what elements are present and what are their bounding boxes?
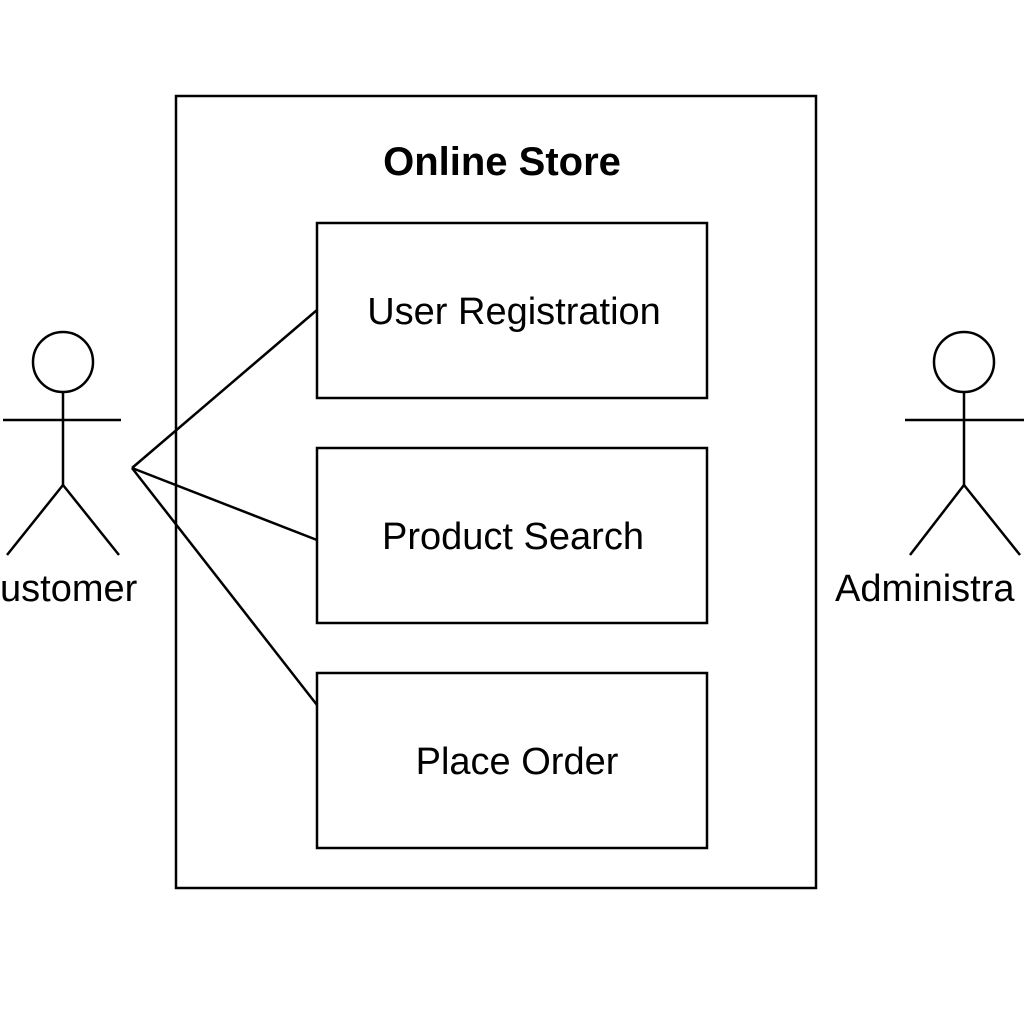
use-case-user-registration: User Registration xyxy=(315,221,709,400)
use-case-box xyxy=(315,446,709,625)
actor-label-customer: ustomer xyxy=(0,568,138,610)
use-case-product-search: Product Search xyxy=(315,446,709,625)
use-case-place-order: Place Order xyxy=(315,671,709,850)
use-case-label: Product Search xyxy=(382,516,644,558)
use-case-label: User Registration xyxy=(367,291,661,333)
association-customer-place-order xyxy=(131,467,318,706)
actor-label-administrator: Administra xyxy=(835,568,1015,610)
association-customer-user-registration xyxy=(131,309,318,469)
use-case-label: Place Order xyxy=(416,741,619,783)
actor-customer: ustomer xyxy=(0,330,138,610)
association-customer-product-search xyxy=(131,466,318,542)
actor-administrator: Administra xyxy=(835,330,1024,610)
stick-figure-icon xyxy=(905,330,1024,556)
system-boundary xyxy=(174,94,818,890)
use-case-box xyxy=(315,671,709,850)
stick-figure-icon xyxy=(3,330,121,556)
system-title: Online Store xyxy=(383,140,621,184)
